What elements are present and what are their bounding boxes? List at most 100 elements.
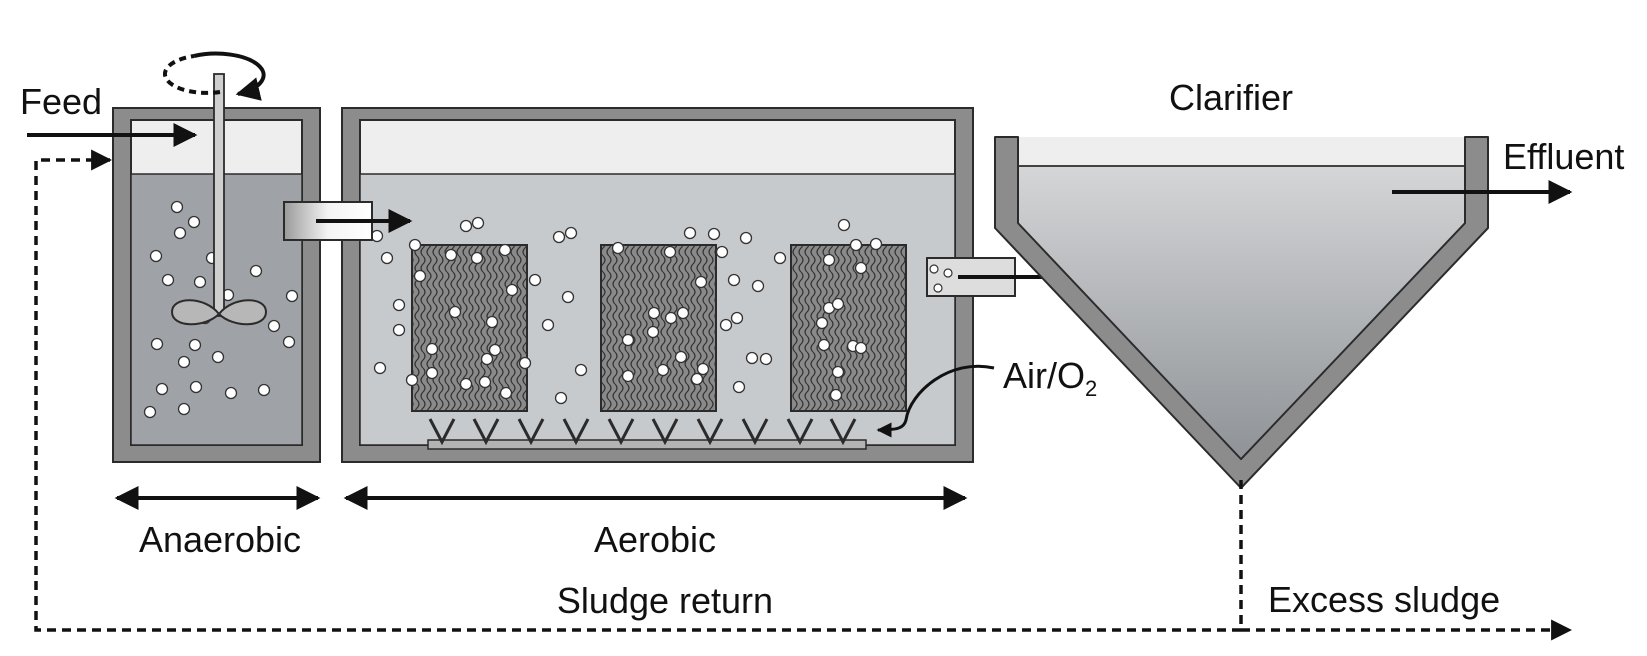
bubble xyxy=(459,377,473,391)
bubble xyxy=(425,366,439,380)
bubble xyxy=(149,249,163,263)
bubble xyxy=(448,305,462,319)
diffuser-nozzle xyxy=(651,418,679,446)
bubble xyxy=(470,251,484,265)
bubble xyxy=(674,350,688,364)
bubble xyxy=(829,388,843,402)
diffuser-nozzle xyxy=(562,418,590,446)
bubble xyxy=(380,251,394,265)
bubble xyxy=(485,315,499,329)
air-label: Air/O2 xyxy=(1003,355,1097,401)
bubble xyxy=(849,238,863,252)
bubble xyxy=(817,338,831,352)
bubble xyxy=(177,402,191,416)
bubble xyxy=(561,290,575,304)
bubble xyxy=(471,216,485,230)
diffuser-nozzle xyxy=(428,418,456,446)
bubble xyxy=(444,248,458,262)
bubble xyxy=(647,306,661,320)
bubble xyxy=(707,227,721,241)
rotation-arrow-icon xyxy=(162,51,266,101)
diffuser-nozzle xyxy=(741,418,769,446)
bubble xyxy=(751,279,765,293)
bubble xyxy=(425,342,439,356)
bubble xyxy=(285,289,299,303)
biofilm-media-block xyxy=(600,244,717,412)
sludge-return-line xyxy=(34,149,1243,632)
bubble xyxy=(282,335,296,349)
bubble xyxy=(405,373,419,387)
bubble xyxy=(188,338,202,352)
bubble xyxy=(552,230,566,244)
bubble xyxy=(505,283,519,297)
bubble xyxy=(392,323,406,337)
bubble xyxy=(730,311,744,325)
bubble xyxy=(518,356,532,370)
bubble xyxy=(831,297,845,311)
effluent-label: Effluent xyxy=(1503,136,1624,177)
aerobic-bubbles xyxy=(370,216,883,405)
bubble xyxy=(837,218,851,232)
bubble xyxy=(392,298,406,312)
bubble xyxy=(554,391,568,405)
bubble xyxy=(676,306,690,320)
air-label-subscript: 2 xyxy=(1085,376,1097,401)
clarifier-tank xyxy=(994,136,1489,489)
bubble xyxy=(815,316,829,330)
bubble xyxy=(499,386,513,400)
bubble xyxy=(869,237,883,251)
impeller-mixer-icon xyxy=(170,73,268,326)
diffuser-nozzle xyxy=(829,418,857,446)
transfer-pipe xyxy=(283,201,413,241)
bubble xyxy=(696,362,710,376)
sludge-return-label: Sludge return xyxy=(557,580,773,621)
biofilm-media-block xyxy=(790,244,907,412)
feed-label: Feed xyxy=(20,81,102,122)
bubble xyxy=(656,363,670,377)
bubble xyxy=(177,355,191,369)
bubble xyxy=(541,318,555,332)
bubble xyxy=(528,273,542,287)
bubble xyxy=(173,226,187,240)
bubble xyxy=(719,318,733,332)
bubble xyxy=(732,380,746,394)
bubble xyxy=(683,226,697,240)
bubble xyxy=(773,251,787,265)
diffuser-nozzle xyxy=(786,418,814,446)
bubble xyxy=(170,200,184,214)
bubble xyxy=(267,319,281,333)
bubble xyxy=(155,382,169,396)
bubble xyxy=(694,275,708,289)
bubble xyxy=(822,253,836,267)
bubble xyxy=(480,352,494,366)
bubble xyxy=(408,238,422,252)
bubble xyxy=(727,273,741,287)
bubble xyxy=(498,243,512,257)
bubble xyxy=(224,386,238,400)
diffuser-nozzle xyxy=(607,418,635,446)
bubble xyxy=(193,275,207,289)
bubble xyxy=(715,245,729,259)
bubble xyxy=(413,269,427,283)
bubble xyxy=(646,325,660,339)
bubble xyxy=(854,341,868,355)
aerobic-label: Aerobic xyxy=(594,519,716,560)
bubble xyxy=(459,219,473,233)
bubble xyxy=(745,351,759,365)
bubble xyxy=(759,352,773,366)
bubble xyxy=(690,372,704,386)
diffuser-nozzle xyxy=(696,418,724,446)
bubble xyxy=(249,264,263,278)
bubble xyxy=(664,311,678,325)
bubble xyxy=(143,405,157,419)
bubble xyxy=(211,350,225,364)
bubble xyxy=(621,369,635,383)
bubble xyxy=(854,261,868,275)
diffuser-nozzle xyxy=(517,418,545,446)
bubble xyxy=(621,333,635,347)
air-label-main: Air/O xyxy=(1003,355,1085,396)
bubble xyxy=(257,383,271,397)
bubble xyxy=(574,363,588,377)
bubble xyxy=(831,365,845,379)
bubble xyxy=(370,229,384,243)
